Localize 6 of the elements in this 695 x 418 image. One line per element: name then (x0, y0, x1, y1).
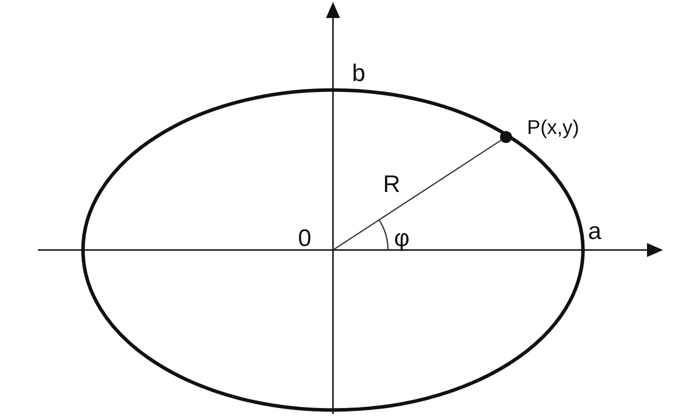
axis-label: a (588, 220, 602, 244)
axis-label: R (383, 173, 400, 197)
axis-label: φ (394, 227, 410, 251)
axis-label: P(x,y) (527, 118, 580, 138)
axis-label: 0 (298, 227, 312, 251)
axis-label: b (352, 62, 366, 86)
